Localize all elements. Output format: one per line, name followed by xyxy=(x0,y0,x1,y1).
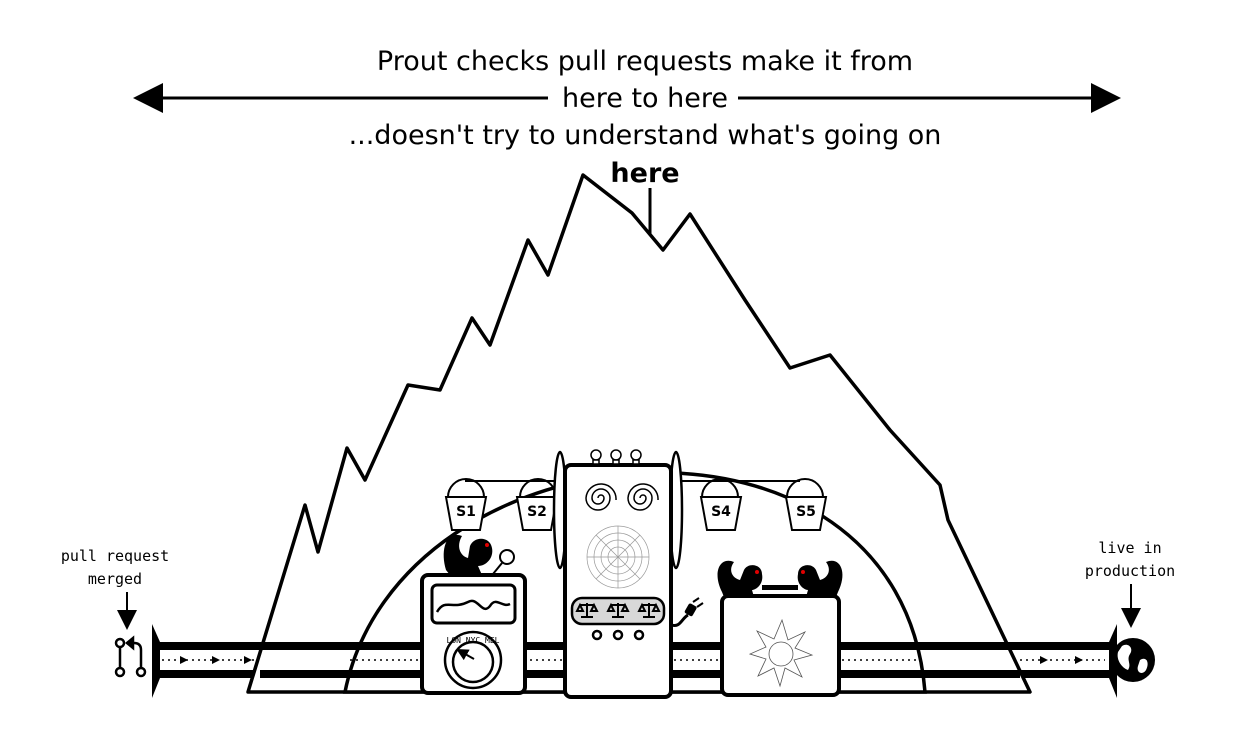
squirrel-icon xyxy=(443,534,515,575)
spiral-icon xyxy=(585,483,659,511)
scales-icon xyxy=(575,602,661,618)
git-merge-icon xyxy=(114,635,147,678)
start-label-line-2: merged xyxy=(88,570,142,588)
title-line-3: ...doesn't try to understand what's goin… xyxy=(349,120,942,151)
radar-grid-icon xyxy=(586,525,650,589)
plug-icon xyxy=(671,597,704,628)
end-label-line-2: production xyxy=(1085,562,1175,580)
title-line-4: here xyxy=(610,158,679,189)
start-label-line-1: pull request xyxy=(61,547,169,565)
bucket-s2: S2 xyxy=(515,478,559,531)
region-meter-machine: LON NYC MEL xyxy=(420,573,527,695)
central-machine xyxy=(552,449,704,699)
spirograph-machine xyxy=(720,594,841,697)
spirograph-icon xyxy=(748,618,814,688)
svg-text:S2: S2 xyxy=(527,504,547,520)
svg-text:S4: S4 xyxy=(711,504,731,520)
svg-text:S1: S1 xyxy=(456,504,476,520)
bucket-s4: S4 xyxy=(699,478,743,531)
title-line-2: here to here xyxy=(562,83,728,114)
bucket-s5: S5 xyxy=(784,478,828,531)
globe-icon xyxy=(1111,638,1155,682)
squirrels-icon xyxy=(717,560,843,597)
title-line-1: Prout checks pull requests make it from xyxy=(377,46,913,77)
dial-labels: LON NYC MEL xyxy=(447,636,500,645)
svg-text:S5: S5 xyxy=(796,504,816,520)
bucket-s1: S1 xyxy=(444,478,488,531)
end-label-line-1: live in xyxy=(1098,539,1161,557)
lightbulb-icon xyxy=(590,449,642,465)
